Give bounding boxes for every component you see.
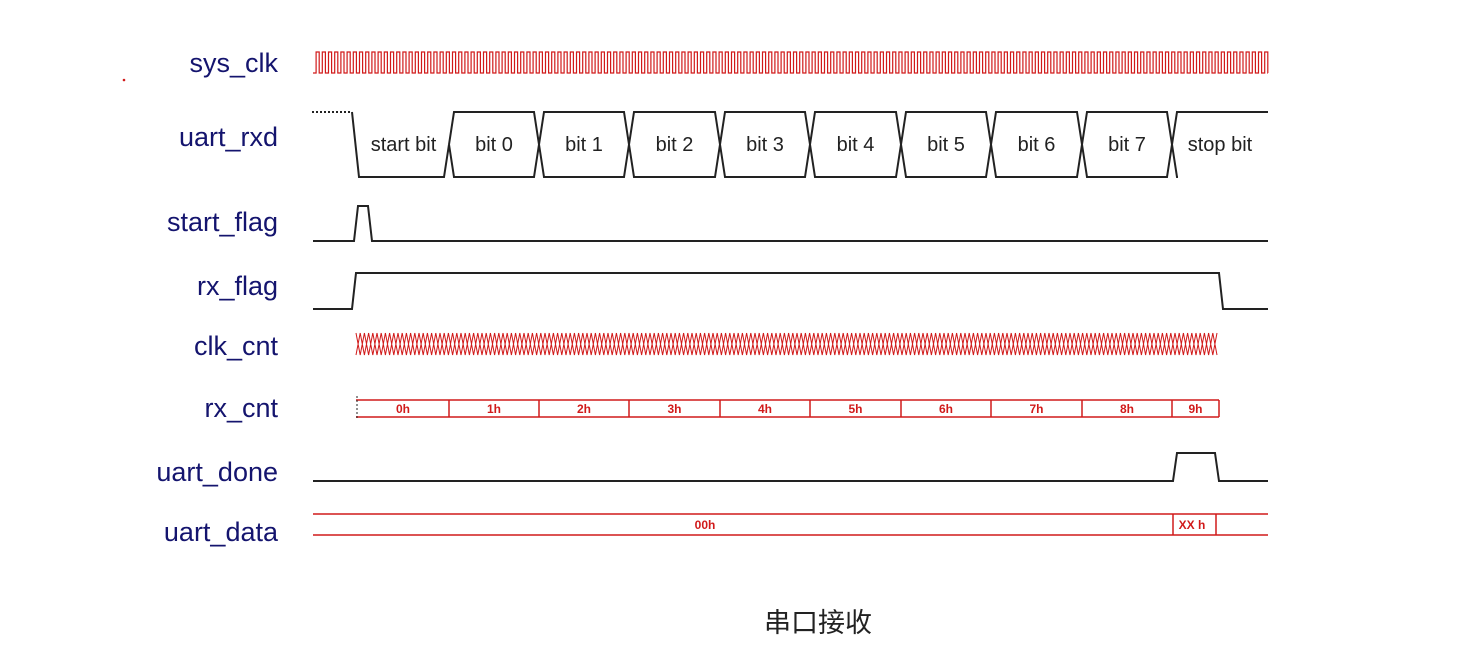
signal-label-uart-data: uart_data <box>164 517 279 547</box>
uart-data-waveform: 00h XX h <box>313 513 1268 536</box>
rx-cnt-value: 6h <box>939 402 953 416</box>
rxd-bit-label: bit 1 <box>565 134 603 156</box>
rxd-segment-stop-bit-top <box>1171 111 1268 145</box>
rx-flag-waveform <box>313 272 1268 310</box>
rxd-bit-label: bit 0 <box>475 134 513 156</box>
rxd-bit-label: start bit <box>371 134 437 156</box>
rxd-bit-label: bit 5 <box>927 134 965 156</box>
clk-cnt-waveform <box>355 332 1218 356</box>
rxd-bit-label: bit 2 <box>656 134 694 156</box>
signal-label-uart-done: uart_done <box>156 457 278 487</box>
uart-data-value-xxh: XX h <box>1179 518 1206 532</box>
uart-rxd-waveform: start bit bit 0 bit 1 bit 2 bit 3 bit 4 bit 5 b… <box>312 111 1268 178</box>
rxd-bit-label: bit 3 <box>746 134 784 156</box>
rx-cnt-value: 7h <box>1029 402 1043 416</box>
rx-cnt-value: 9h <box>1188 402 1202 416</box>
signal-label-clk-cnt: clk_cnt <box>194 331 279 361</box>
rx-cnt-value: 4h <box>758 402 772 416</box>
signal-label-sys-clk: sys_clk <box>189 48 278 78</box>
rxd-bit-label: bit 4 <box>837 134 875 156</box>
start-flag-waveform <box>313 205 1268 242</box>
rx-cnt-value: 5h <box>848 402 862 416</box>
rx-cnt-waveform: 0h 1h 2h 3h 4h 5h 6h 7h 8h 9h <box>356 396 1220 420</box>
sys-clk-waveform <box>313 51 1269 74</box>
rx-cnt-value: 8h <box>1120 402 1134 416</box>
stray-dot <box>122 78 126 82</box>
rxd-bit-label: stop bit <box>1188 134 1253 156</box>
rx-cnt-value: 1h <box>487 402 501 416</box>
rxd-bit-label: bit 7 <box>1108 134 1146 156</box>
signal-label-uart-rxd: uart_rxd <box>179 122 278 152</box>
uart-data-value-00h: 00h <box>695 518 716 532</box>
rxd-bit-label: bit 6 <box>1018 134 1056 156</box>
figure-caption: 串口接收 <box>764 608 872 639</box>
rx-cnt-value: 3h <box>667 402 681 416</box>
signal-label-rx-cnt: rx_cnt <box>204 393 278 423</box>
signal-label-rx-flag: rx_flag <box>197 271 278 301</box>
uart-done-waveform <box>313 452 1268 482</box>
rxd-segment-stop-bit-bottom <box>1171 144 1178 178</box>
rxd-segment-start-bit <box>351 111 450 178</box>
rx-cnt-value: 2h <box>577 402 591 416</box>
signal-label-start-flag: start_flag <box>167 207 278 237</box>
rx-cnt-value: 0h <box>396 402 410 416</box>
